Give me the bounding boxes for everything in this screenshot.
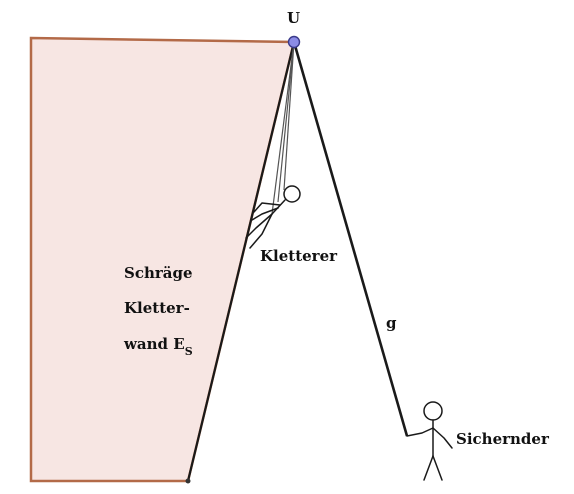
- wall-label-line1: Schräge: [124, 264, 193, 282]
- anchor-point-icon: [287, 35, 301, 49]
- wall-base-point: [185, 478, 191, 484]
- wall-label-subscript: S: [185, 345, 193, 358]
- belayer-figure-icon: [406, 401, 453, 481]
- climber-label: Kletterer: [260, 247, 338, 265]
- rope-label: g: [386, 314, 397, 332]
- anchor-label: U: [287, 9, 300, 27]
- wall-label-main: wand E: [123, 335, 185, 353]
- wall-label-line3: wand ES: [123, 335, 193, 358]
- rope-g: [292, 41, 409, 437]
- climber-ropes: [271, 41, 295, 215]
- climbing-wall: [29, 36, 296, 483]
- climber-figure-icon: [245, 185, 301, 249]
- wall-label-line2: Kletter-: [124, 299, 190, 317]
- belayer-label: Sichernder: [456, 430, 550, 448]
- wall-edge-line: [186, 41, 296, 482]
